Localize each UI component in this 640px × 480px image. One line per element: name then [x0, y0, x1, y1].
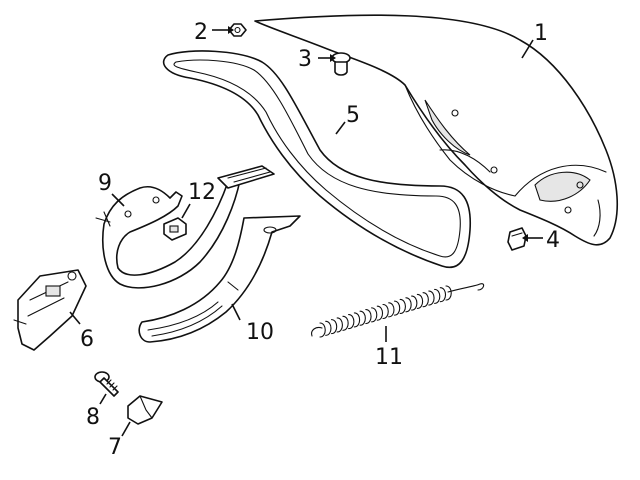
callout-12: 12 — [188, 180, 216, 205]
leader-6 — [69, 311, 81, 325]
part-9-hinge — [95, 165, 275, 289]
part-11-spring — [311, 283, 485, 338]
callout-labels: 1 2 3 4 5 6 7 8 9 10 11 12 — [80, 20, 560, 460]
part-2-clip — [228, 23, 247, 37]
callout-9: 9 — [98, 171, 112, 196]
part-7-cap — [127, 395, 163, 425]
callout-10: 10 — [246, 320, 274, 345]
callout-7: 7 — [108, 435, 122, 460]
leader-8 — [99, 393, 107, 405]
part-12-bracket — [163, 217, 187, 241]
part-8-bolt — [94, 371, 119, 397]
callout-5: 5 — [346, 103, 360, 128]
callout-8: 8 — [86, 405, 100, 430]
arrowhead-icon — [522, 234, 528, 242]
leader-10 — [231, 303, 241, 321]
leader-12 — [181, 203, 191, 219]
leader-5 — [335, 121, 346, 135]
part-5-weatherstrip — [162, 50, 472, 269]
leader-9 — [111, 193, 125, 207]
arrowhead-icon — [330, 54, 336, 62]
leader-7 — [121, 421, 131, 437]
arrowhead-icon — [228, 26, 234, 34]
callout-4: 4 — [546, 228, 560, 253]
callout-3: 3 — [298, 47, 312, 72]
leader-lines — [69, 26, 543, 437]
part-1-trunk-lid — [254, 14, 619, 246]
part-6-latch — [13, 269, 87, 351]
callout-2: 2 — [194, 20, 208, 45]
callout-11: 11 — [375, 345, 403, 370]
part-3-bumper — [331, 52, 351, 76]
callout-1: 1 — [534, 21, 548, 46]
leader-1 — [521, 39, 534, 59]
callout-6: 6 — [80, 327, 94, 352]
part-4-bumper — [507, 227, 527, 251]
part-10-hinge-cover — [138, 215, 301, 343]
